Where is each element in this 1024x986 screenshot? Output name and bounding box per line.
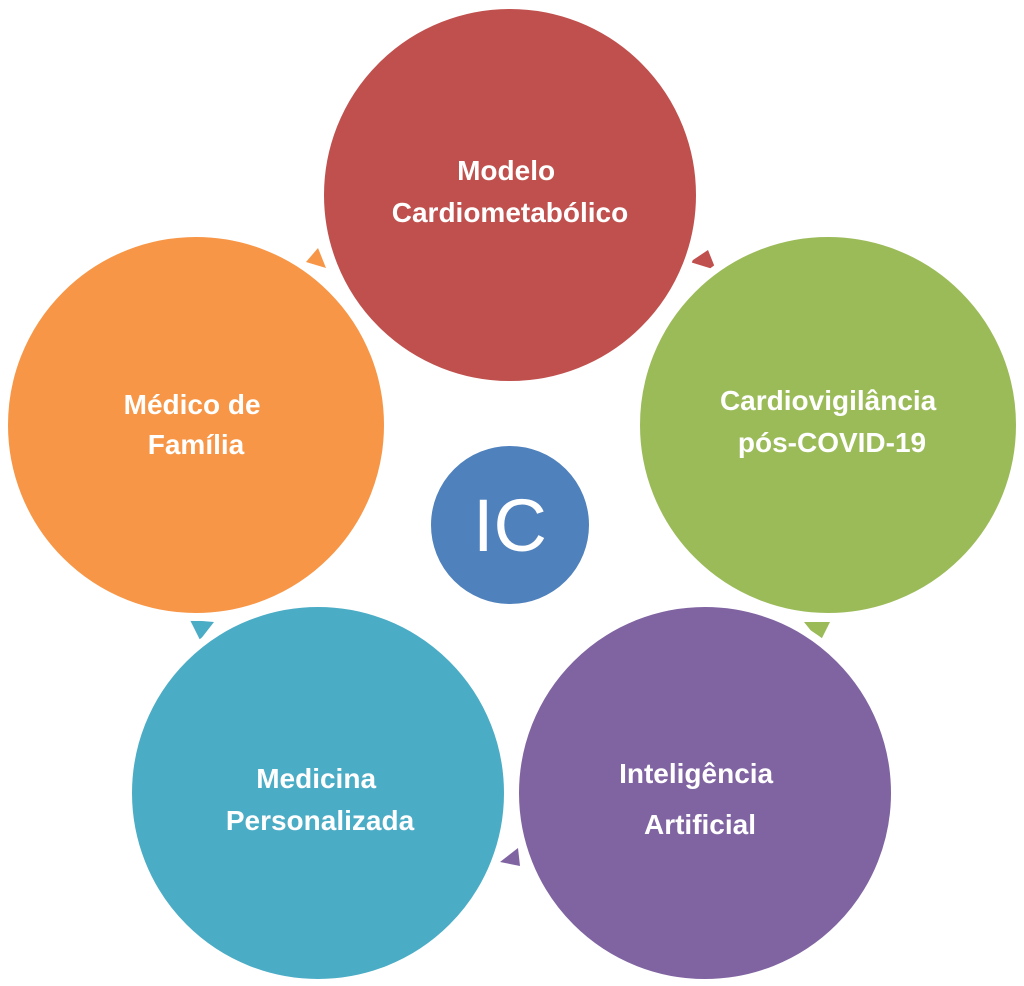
arrow-node4-to-node0 (306, 248, 326, 268)
node-label-line-1: Cardiovigilância (720, 385, 937, 416)
node-inteligencia-artificial: Inteligência Artificial (511, 599, 899, 986)
node-circle (632, 229, 1024, 621)
node-label-line-2: Personalizada (226, 805, 415, 836)
node-label-line-2: Família (148, 429, 245, 460)
node-label-line-2: Cardiometabólico (392, 197, 628, 228)
node-label-line-1: Medicina (256, 763, 376, 794)
svg-text:Médico de Família: Médico de Família (124, 389, 269, 460)
node-label-line-2: Artificial (644, 809, 756, 840)
arrow-node2-to-node3 (500, 848, 520, 866)
svg-text:Cardiovigilância pós-COV: Cardiovigilância pós-COVID-19 (720, 385, 944, 458)
node-label-line-1: Inteligência (619, 758, 773, 789)
node-medicina-personalizada: Medicina Personalizada (124, 599, 512, 986)
arrow-node0-to-node1 (690, 250, 716, 270)
node-modelo-cardiometabolico: Modelo Cardiometabólico (316, 1, 704, 389)
node-label-line-1: Modelo (457, 155, 555, 186)
node-label-line-1: Médico de (124, 389, 261, 420)
node-cardiovigilancia-pos-covid: Cardiovigilância pós-COVID-19 (632, 229, 1024, 621)
svg-text:Inteligência Artificial: Inteligência Artificial (619, 758, 781, 840)
node-circle (0, 229, 392, 621)
center-label: IC (473, 484, 547, 567)
node-circle (124, 599, 512, 986)
arrow-node1-to-node2 (804, 622, 830, 642)
center-circle (425, 440, 595, 610)
node-medico-de-familia: Médico de Família (0, 229, 392, 621)
connector-arrows (190, 248, 830, 866)
svg-text:Medicina Personalizada: Medicina Personalizada (226, 763, 415, 836)
node-circle (511, 599, 899, 986)
svg-text:Modelo Cardiometabólico: Modelo Cardiometabólico (392, 155, 628, 228)
node-circle (316, 1, 704, 389)
arrow-node3-to-node4 (190, 620, 214, 640)
node-label-line-2: pós-COVID-19 (738, 427, 926, 458)
center-node-ic: IC (425, 440, 595, 610)
